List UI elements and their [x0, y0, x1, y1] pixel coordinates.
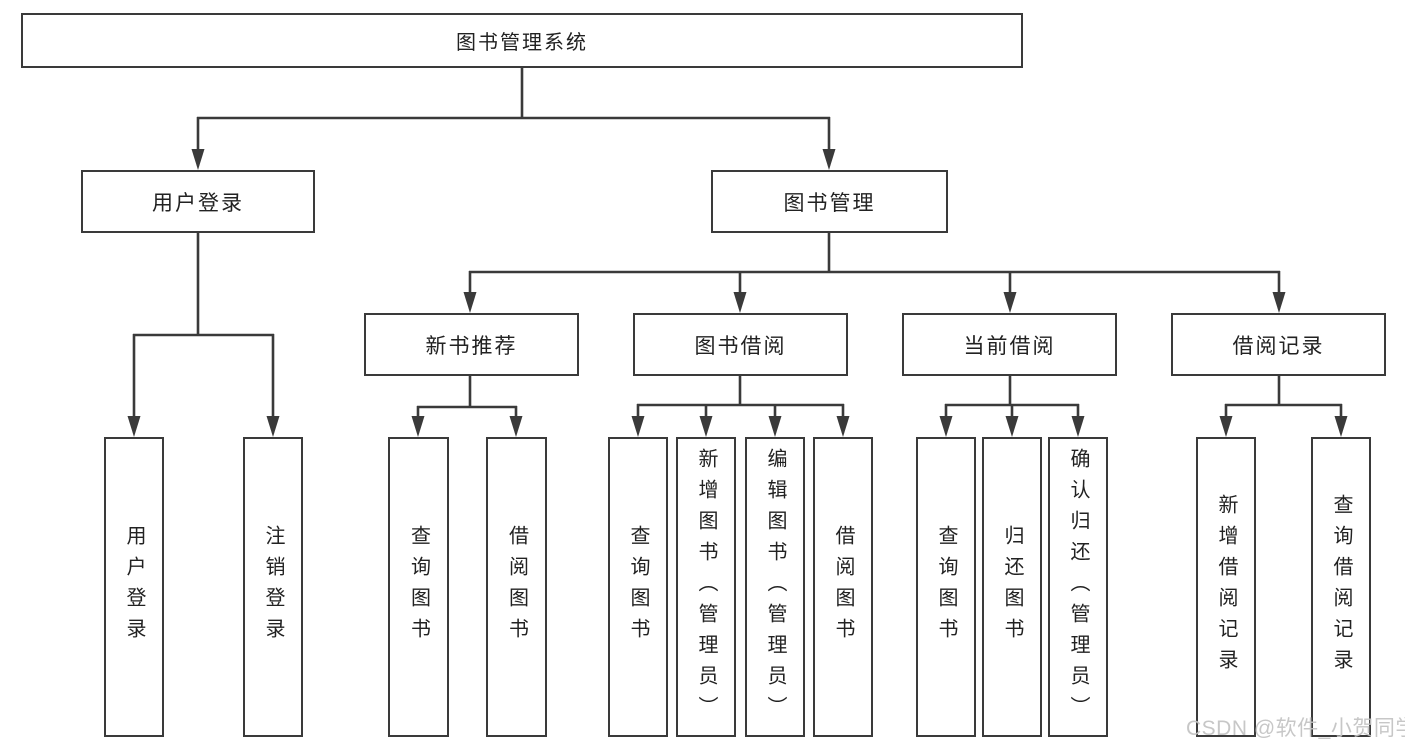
- node-label: 用户登录: [123, 525, 145, 649]
- node-book-management: 图书管理: [711, 170, 948, 233]
- node-new-book-recommendation: 新书推荐: [364, 313, 579, 376]
- node-label: 新书推荐: [425, 334, 518, 358]
- node-library-system: 图书管理系统: [21, 13, 1023, 68]
- leaf-borrow-books-recommend: 借阅图书: [486, 437, 547, 737]
- watermark: CSDN @软件_小贺同学: [1186, 717, 1405, 740]
- leaf-add-book-admin: 新增图书（管理员）: [676, 437, 736, 737]
- node-user-login: 用户登录: [81, 170, 315, 233]
- leaf-query-books-borrowing: 查询图书: [608, 437, 668, 737]
- node-label: 查询图书: [407, 525, 430, 649]
- leaf-edit-book-admin: 编辑图书（管理员）: [745, 437, 805, 737]
- node-label: 当前借阅: [963, 334, 1056, 358]
- node-label: 查询图书: [935, 525, 957, 649]
- node-label: 确认归还（管理员）: [1067, 447, 1089, 727]
- node-label: 新增图书（管理员）: [695, 447, 717, 727]
- node-label: 查询图书: [627, 525, 649, 649]
- node-label: 借阅图书: [505, 525, 528, 649]
- node-label: 图书借阅: [694, 334, 787, 358]
- leaf-add-borrow-record: 新增借阅记录: [1196, 437, 1256, 737]
- node-current-borrowing: 当前借阅: [902, 313, 1117, 376]
- leaf-return-books: 归还图书: [982, 437, 1042, 737]
- node-label: 归还图书: [1001, 525, 1023, 649]
- node-label: 图书管理: [783, 191, 876, 215]
- node-label: 借阅记录: [1232, 334, 1325, 358]
- node-label: 新增借阅记录: [1215, 494, 1237, 680]
- leaf-query-books-recommend: 查询图书: [388, 437, 449, 737]
- leaf-user-login: 用户登录: [104, 437, 164, 737]
- node-borrowing-records: 借阅记录: [1171, 313, 1386, 376]
- node-label: 注销登录: [262, 525, 284, 649]
- leaf-query-borrow-record: 查询借阅记录: [1311, 437, 1371, 737]
- node-label: 编辑图书（管理员）: [764, 447, 786, 727]
- leaf-logout: 注销登录: [243, 437, 303, 737]
- node-label: 查询借阅记录: [1330, 494, 1352, 680]
- node-label: 图书管理系统: [456, 32, 588, 54]
- leaf-confirm-return-admin: 确认归还（管理员）: [1048, 437, 1108, 737]
- node-book-borrowing: 图书借阅: [633, 313, 848, 376]
- node-label: 用户登录: [152, 191, 244, 215]
- leaf-borrow-books: 借阅图书: [813, 437, 873, 737]
- node-label: 借阅图书: [832, 525, 854, 649]
- leaf-query-books-current: 查询图书: [916, 437, 976, 737]
